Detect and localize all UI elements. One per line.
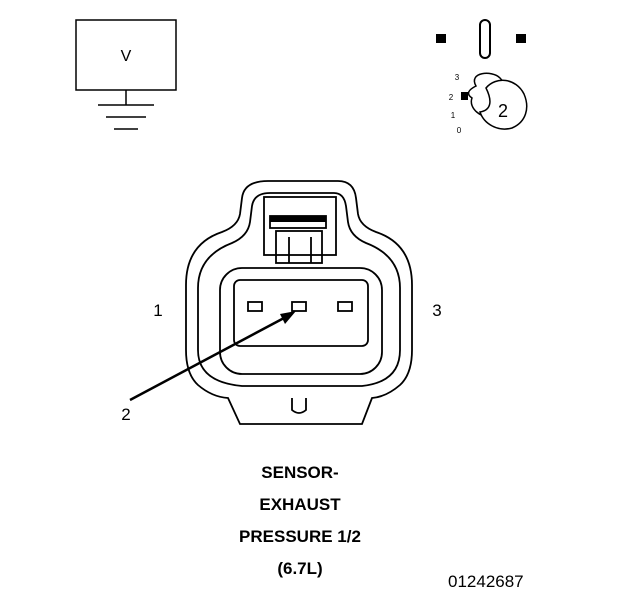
locking-tab-top-shade xyxy=(270,216,326,222)
pin-label-2: 2 xyxy=(121,405,130,424)
connector-key-slot xyxy=(291,398,307,414)
caption-line-3: PRESSURE 1/2 xyxy=(239,527,361,546)
caption-line-1: SENSOR- xyxy=(261,463,339,482)
probe-right-square xyxy=(516,34,526,43)
pin-2-leader-line xyxy=(129,316,285,402)
caption-line-2: EXHAUST xyxy=(259,495,341,514)
voltmeter-label: V xyxy=(121,48,132,65)
caption-line-4: (6.7L) xyxy=(277,559,323,578)
connector-socket-outer xyxy=(219,267,383,375)
connector-socket-inner xyxy=(233,279,369,347)
probe-terminal-front-icon xyxy=(479,79,528,130)
pin-cavity-2 xyxy=(291,301,307,312)
probe-diagram xyxy=(436,19,528,130)
probe-scale-label-3: 3 xyxy=(455,73,460,82)
connector-inner-shell xyxy=(197,192,401,387)
locking-tab-lever xyxy=(275,230,323,264)
pin-2-arrow-head-icon xyxy=(280,311,296,324)
pin-label-3: 3 xyxy=(432,301,441,320)
probe-scale-label-1: 1 xyxy=(451,111,456,120)
probe-level-marker xyxy=(461,92,468,100)
probe-scale-label-0: 0 xyxy=(457,126,462,135)
probe-pin-icon xyxy=(479,19,491,59)
pin-label-1: 1 xyxy=(153,301,162,320)
pin-cavity-1 xyxy=(247,301,263,312)
probe-number-label: 2 xyxy=(498,101,508,121)
figure-id: 01242687 xyxy=(448,572,524,591)
connector-outer-shell xyxy=(185,180,413,425)
pin-cavity-3 xyxy=(337,301,353,312)
locking-tab-frame xyxy=(263,196,337,256)
probe-left-square xyxy=(436,34,446,43)
probe-scale-label-2: 2 xyxy=(449,93,454,102)
voltmeter-symbol xyxy=(75,19,177,130)
